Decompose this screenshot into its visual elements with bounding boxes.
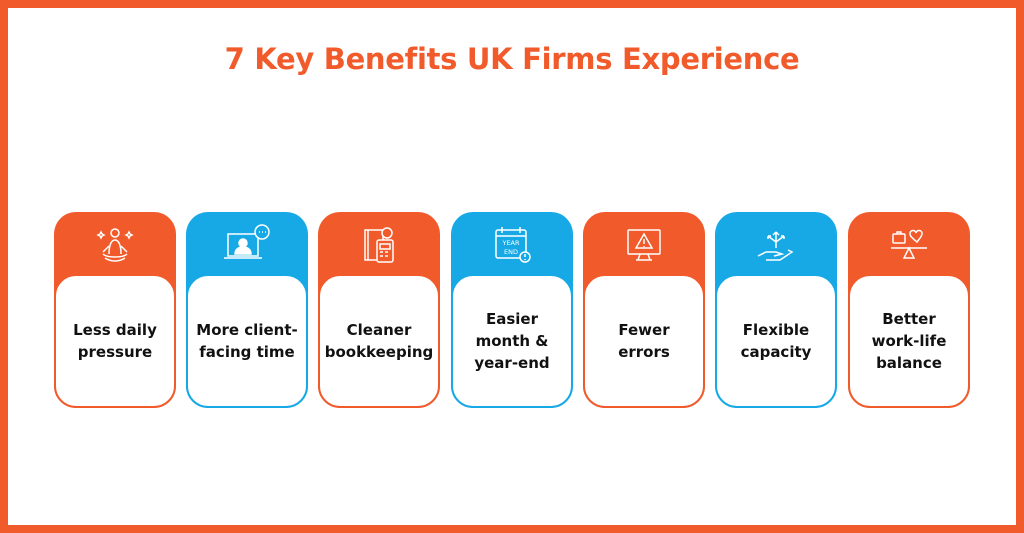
card-label: More client-facing time xyxy=(196,321,298,361)
benefit-card-work-life: Better work-life balance xyxy=(848,212,970,408)
benefit-card-client-time: More client-facing time xyxy=(186,212,308,408)
card-label: Less daily pressure xyxy=(73,321,157,361)
card-body: Fewer errors xyxy=(583,274,705,408)
card-body: Easier month & year-end xyxy=(451,274,573,408)
benefit-card-bookkeeping: Cleaner bookkeeping xyxy=(318,212,440,408)
warning-monitor-icon xyxy=(583,224,705,268)
video-call-icon xyxy=(186,224,308,268)
benefit-card-fewer-errors: Fewer errors xyxy=(583,212,705,408)
svg-text:END: END xyxy=(504,248,518,256)
benefit-card-less-pressure: Less daily pressure xyxy=(54,212,176,408)
card-label: Fewer errors xyxy=(618,321,670,361)
hand-arrows-icon xyxy=(715,224,837,268)
card-label: Easier month & year-end xyxy=(474,310,550,372)
svg-text:YEAR: YEAR xyxy=(501,239,520,247)
card-label: Better work-life balance xyxy=(871,310,947,372)
card-body: Less daily pressure xyxy=(54,274,176,408)
benefit-card-flexible-capacity: Flexible capacity xyxy=(715,212,837,408)
card-label: Flexible capacity xyxy=(740,321,812,361)
balance-scale-icon xyxy=(848,224,970,268)
card-label: Cleaner bookkeeping xyxy=(324,321,434,361)
ledger-calculator-icon xyxy=(318,224,440,268)
meditation-icon xyxy=(54,224,176,268)
page-title: 7 Key Benefits UK Firms Experience xyxy=(224,42,800,76)
card-body: Better work-life balance xyxy=(848,274,970,408)
card-body: Cleaner bookkeeping xyxy=(318,274,440,408)
card-body: More client-facing time xyxy=(186,274,308,408)
card-body: Flexible capacity xyxy=(715,274,837,408)
